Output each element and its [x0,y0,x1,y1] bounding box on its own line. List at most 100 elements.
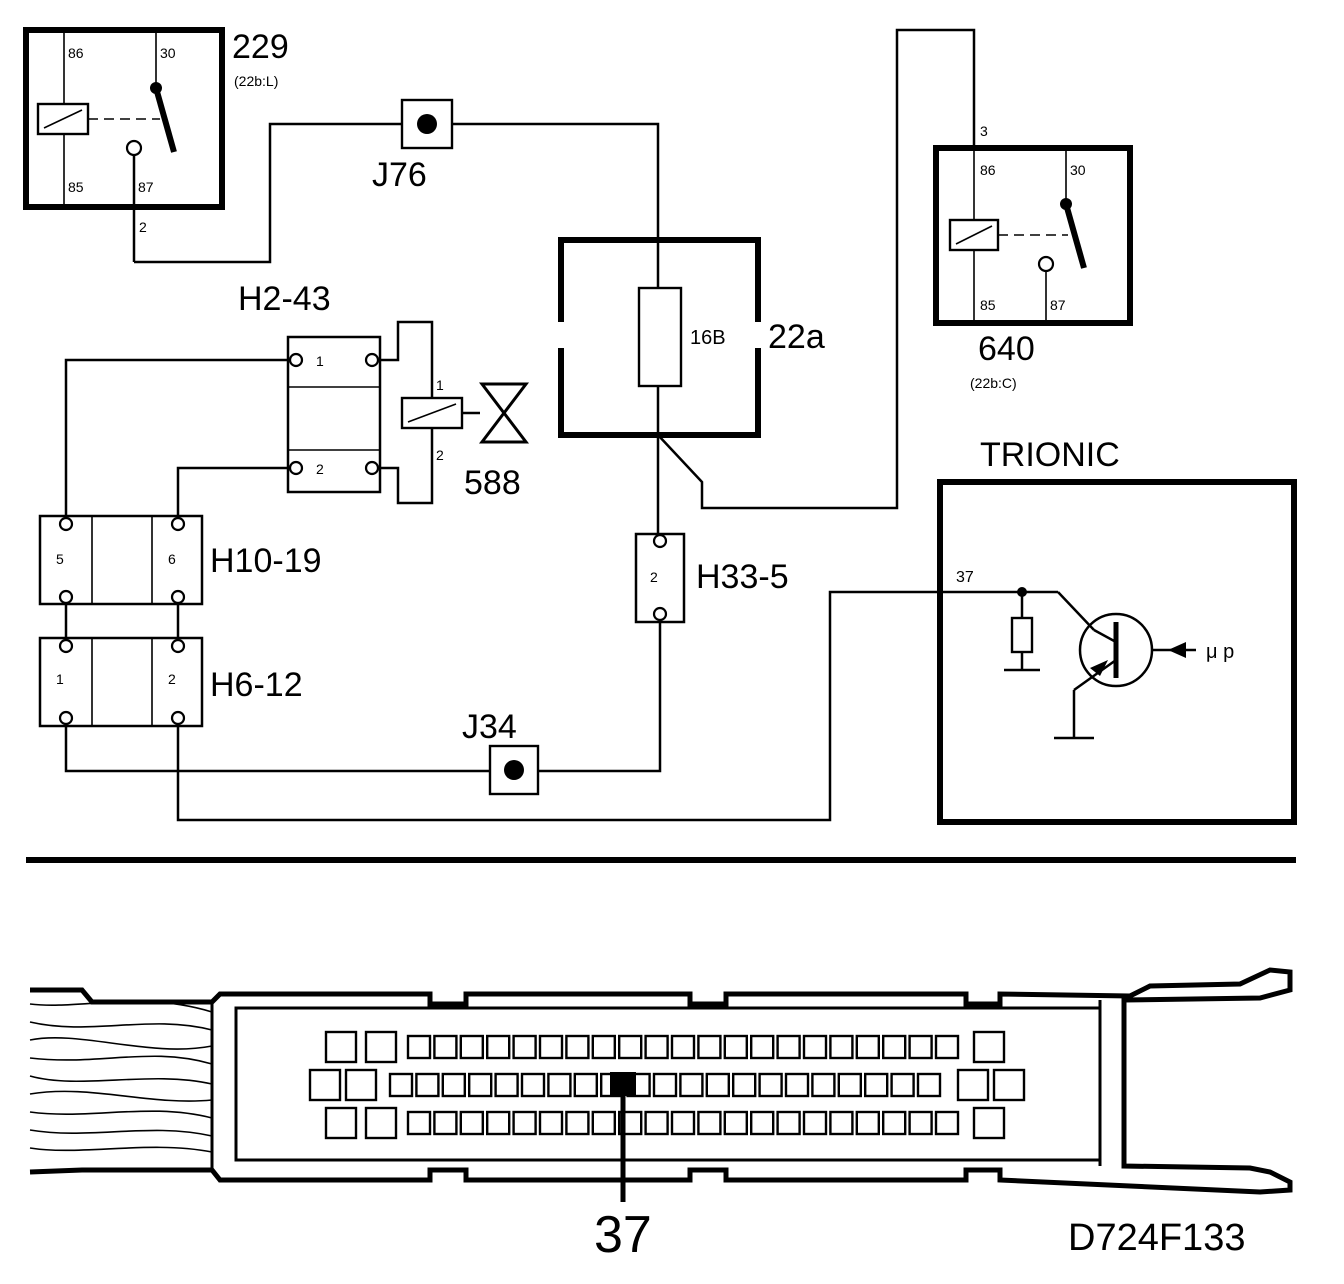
fuse-16b-label: 16B [690,327,726,349]
ecu-pin [538,1110,564,1136]
ecu-pin [956,1068,990,1102]
ecu-pin [934,1034,960,1060]
ecu-pin [494,1072,519,1098]
ecu-pin-grid [308,1030,1026,1140]
ecu-pin [406,1110,432,1136]
ecu-pin [433,1034,458,1060]
relay-640-ref: (22b:C) [970,375,1017,391]
ecu-connector: 37 [29,967,1293,1264]
wire-h2-43-pin1-588 [378,320,434,398]
ecu-pin [618,1034,643,1060]
ecu-pin [732,1072,757,1098]
ecu-connector-housing [29,967,1293,1195]
trionic-micro-label: μ p [1206,641,1234,663]
figure-code: D724F133 [1068,1217,1245,1259]
relay-640: 3 86 30 85 87 640 (22b:C) [933,123,1133,391]
relay-229-ref: (22b:L) [234,73,278,89]
h2-43-pin2-label: 2 [316,461,324,477]
ecu-pin [908,1110,933,1136]
ecu-pin [723,1110,748,1136]
ecu-connector-face [234,1006,1102,1162]
relay-229: 86 30 85 87 2 229 (22b:L) [23,27,289,262]
connector-h10-19: 5 6 H10-19 [38,514,322,606]
ecu-pin [324,1030,358,1064]
junction-j34-label: J34 [462,708,517,746]
ecu-pin-37-label: 37 [594,1206,652,1264]
ecu-pin [934,1110,960,1136]
trionic-housing [937,479,1297,825]
wire-h6-12-pin1-j34 [64,724,490,773]
ecu-pin [459,1110,484,1136]
ecu-pin [811,1072,836,1098]
relay-229-pin85-label: 85 [68,179,84,195]
ecu-pin [565,1110,590,1136]
ecu-pin [697,1034,722,1060]
h10-19-pin5-label: 5 [56,551,64,567]
ecu-pin [670,1034,696,1060]
h33-5-pin2-label: 2 [650,569,658,585]
ecu-pin [308,1068,342,1102]
ecu-pin [829,1110,854,1136]
ecu-pin [723,1034,748,1060]
trionic-title: TRIONIC [980,436,1120,474]
wire-h2-43-pin2-h10-19 [176,466,290,516]
ecu-pin [908,1034,933,1060]
fuse-box-22a: 16B 22a [558,237,825,534]
ecu-pin [433,1110,458,1136]
connector-h2-43: 1 2 H2-43 [238,280,382,494]
ecu-pin [776,1110,801,1136]
ecu-pin-37 [610,1072,636,1096]
trionic-pin-label: 37 [956,569,974,586]
ecu-pin [415,1072,440,1098]
relay-229-pin86-label: 86 [68,45,84,61]
ecu-pin [406,1034,432,1060]
relay-640-pin87-contact [1037,255,1055,273]
ecu-pin [705,1072,730,1098]
h6-12-pin1-label: 1 [56,671,64,687]
ecu-pin [855,1034,880,1060]
valve-588-id: 588 [464,464,521,502]
ecu-pin [802,1110,828,1136]
ecu-pin [679,1072,704,1098]
ecu-pin [758,1072,783,1098]
wire-229-j76 [134,122,402,264]
relay-640-wire-label: 3 [980,123,988,139]
ecu-pin [697,1110,722,1136]
ecu-pin [750,1034,775,1060]
ecu-pin [644,1110,669,1136]
ecu-pin [802,1034,828,1060]
ecu-pin [324,1106,358,1140]
ecu-pin [882,1034,907,1060]
ecu-pin [364,1030,398,1064]
connector-h33-5-id: H33-5 [696,558,789,596]
trionic-ecu: TRIONIC 37 μ p [937,436,1297,825]
ecu-pin [468,1072,493,1098]
ecu-pin [344,1068,378,1102]
connector-h6-12-id: H6-12 [210,666,303,704]
fuse-16b [637,286,683,388]
ecu-pin [512,1034,537,1060]
valve-588-pin1-label: 1 [436,377,444,393]
relay-229-pin30-label: 30 [160,45,176,61]
connector-h6-12: 1 2 H6-12 [38,636,303,728]
ecu-pin [890,1072,915,1098]
ecu-pin [784,1072,810,1098]
relay-229-wire-label: 2 [139,219,147,235]
connector-h2-43-id: H2-43 [238,280,331,318]
relay-229-pin87-contact [125,139,143,157]
relay-229-housing [23,27,225,210]
ecu-pin [565,1034,590,1060]
connector-h33-5: 2 H33-5 [634,532,789,624]
fuse-box-id: 22a [768,318,825,356]
wire-h2-43-pin2-588 [378,428,434,505]
ecu-pin [972,1030,1006,1064]
relay-640-pin30-label: 30 [1070,162,1086,178]
ecu-pin [538,1034,564,1060]
ecu-pin [670,1110,696,1136]
connector-h10-19-id: H10-19 [210,542,322,580]
relay-640-pin85-label: 85 [980,297,996,313]
h6-12-pin2-label: 2 [168,671,176,687]
ecu-pin [388,1072,414,1098]
ecu-pin [486,1034,511,1060]
ecu-pin [882,1110,907,1136]
